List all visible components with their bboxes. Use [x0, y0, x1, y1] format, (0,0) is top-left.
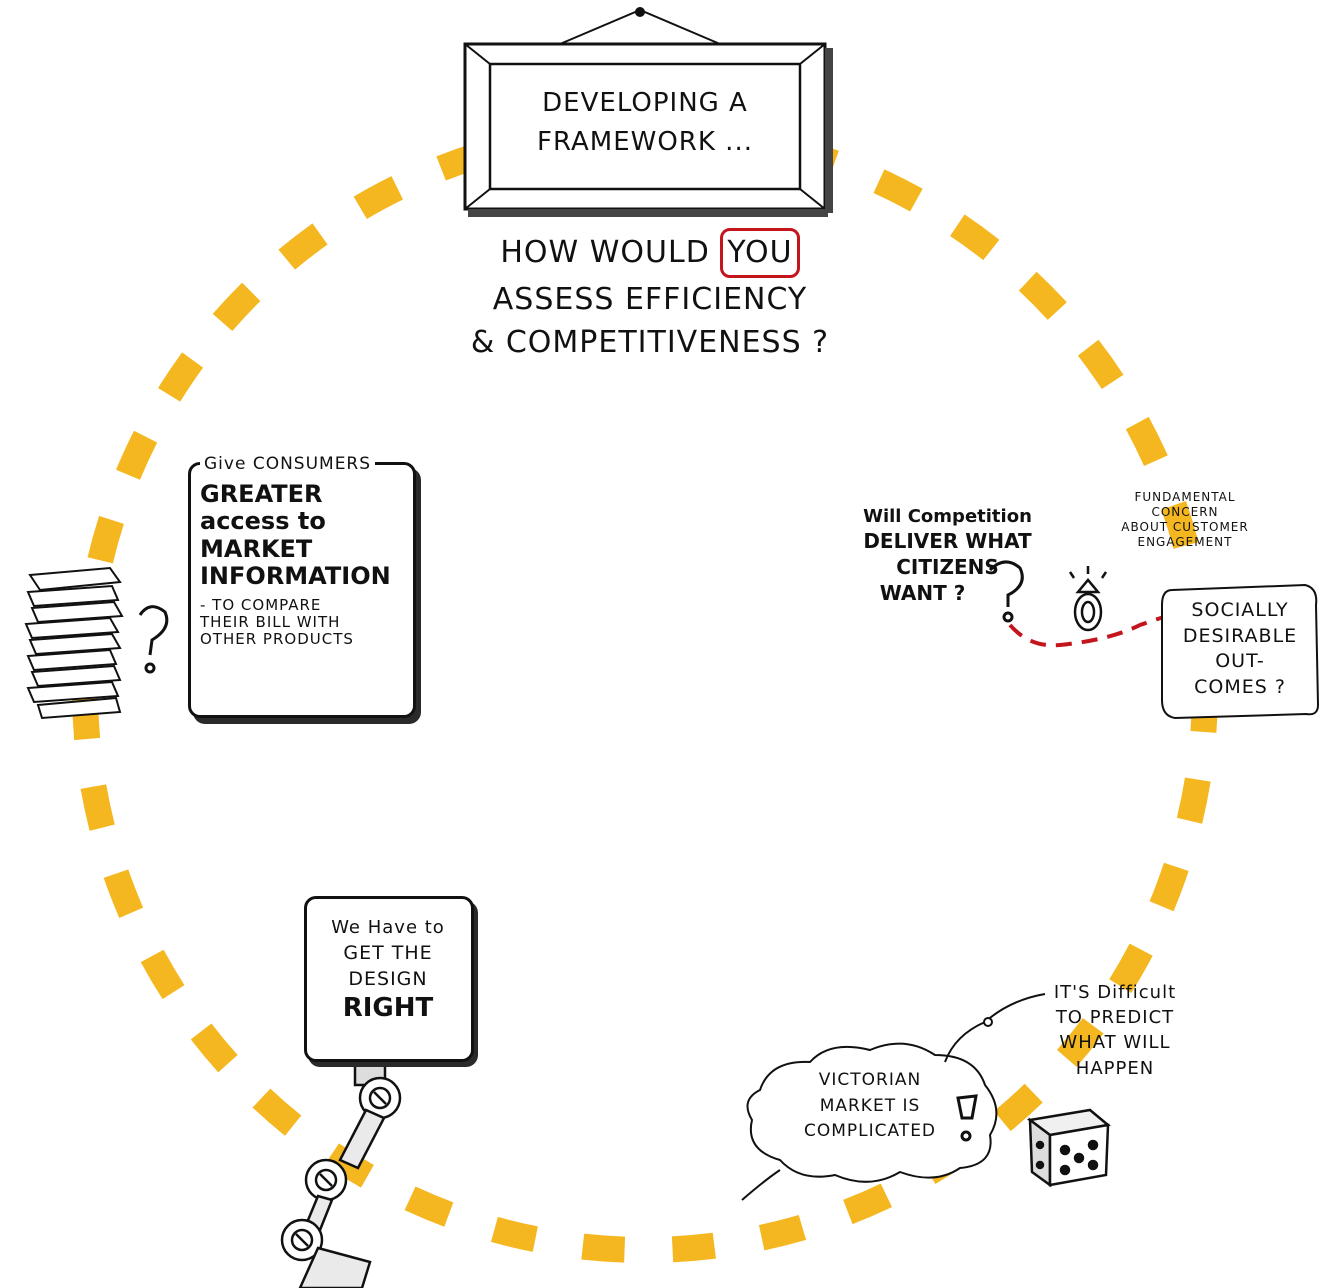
competition-line4: WANT ? [879, 581, 966, 606]
question-line2: assess EFFICIENCY [492, 281, 808, 317]
concern-line1: FUNDAMENTAL [1134, 490, 1236, 504]
victorian-line2: MARKET IS [819, 1095, 921, 1116]
question-text: HOW WOULD YOU assess EFFICIENCY & COMPET… [440, 228, 860, 365]
competition-line1: Will Competition [863, 506, 1032, 527]
concern-text: FUNDAMENTAL CONCERN ABOUT CUSTOMER ENGAG… [1100, 490, 1270, 550]
design-sign-text: We Have to GET THE DESIGN RIGHT [306, 917, 470, 1024]
predict-line2: to PREDICT [1055, 1007, 1175, 1029]
predict-line1: IT'S Difficult [1053, 982, 1177, 1003]
outcomes-line1: SOCIALLY [1191, 599, 1289, 621]
robot-arm-icon [280, 1058, 402, 1288]
concern-line2: CONCERN [1151, 505, 1219, 519]
frame-title-line1: DEVELOPING a [542, 88, 748, 118]
consumers-header: Give CONSUMERS [200, 454, 376, 475]
predict-text: IT'S Difficult to PREDICT WHAT WILL HAPP… [1030, 980, 1200, 1081]
design-sign [304, 896, 474, 1062]
concern-line4: ENGAGEMENT [1137, 535, 1233, 549]
outcomes-line3: OUT- [1215, 650, 1265, 673]
dice-icon [1026, 1108, 1111, 1188]
exclamation-icon [956, 1094, 978, 1142]
consumers-card [188, 462, 416, 718]
design-line4: RIGHT [342, 993, 434, 1024]
outcomes-text: SOCIALLY DESIRABLE OUT- COMES ? [1170, 598, 1310, 701]
ring-icon [1068, 566, 1108, 632]
outcomes-line2: DESIRABLE [1182, 624, 1298, 647]
question-line1-pre: HOW WOULD [500, 235, 710, 270]
consumers-bold2: access to [200, 507, 326, 536]
design-line3: DESIGN [348, 967, 428, 990]
consumers-card-text: Give CONSUMERS GREATER access to MARKET … [200, 454, 420, 649]
frame-title: DEVELOPING a FRAMEWORK ... [500, 84, 790, 162]
outcomes-box [1161, 583, 1320, 720]
consumers-bold3: MARKET [200, 534, 313, 563]
competition-line3: CITIZENS [896, 555, 999, 580]
consumers-bold1: GREATER [200, 479, 323, 508]
competition-line2: DELIVER WHAT [863, 529, 1032, 554]
outcomes-line4: COMES ? [1194, 675, 1286, 698]
question-line1: HOW WOULD YOU [440, 228, 860, 278]
question-you-highlight: YOU [720, 228, 800, 278]
concern-line3: ABOUT CUSTOMER [1121, 520, 1249, 534]
victorian-text: VICTORIAN MARKET IS COMPLICATED [775, 1068, 965, 1145]
consumers-sub3: OTHER PRODUCTS [200, 630, 354, 649]
cloud-tail [741, 1169, 781, 1201]
design-line2: GET THE [343, 941, 433, 964]
predict-line3: WHAT WILL [1059, 1032, 1171, 1054]
question-mark-icon [988, 560, 1024, 623]
frame-title-line2: FRAMEWORK ... [537, 127, 753, 157]
consumers-sub1: - To COMPARE [200, 595, 322, 614]
victorian-line1: VICTORIAN [818, 1070, 922, 1090]
victorian-line3: COMPLICATED [803, 1121, 937, 1141]
design-line1: We Have to [331, 917, 445, 938]
thought-cloud [746, 1042, 998, 1183]
paper-stack-icon [24, 566, 124, 720]
consumers-bold4: INFORMATION [200, 562, 391, 591]
predict-line4: HAPPEN [1075, 1057, 1155, 1079]
question-line3: & COMPETITIVENESS ? [470, 325, 830, 360]
consumers-sub2: THEIR BILL WITH [200, 613, 341, 632]
picture-frame-icon [463, 7, 833, 217]
question-mark-icon [138, 605, 169, 674]
competition-text: Will Competition DELIVER WHAT CITIZENS W… [855, 505, 1040, 606]
red-connector [1008, 610, 1181, 648]
